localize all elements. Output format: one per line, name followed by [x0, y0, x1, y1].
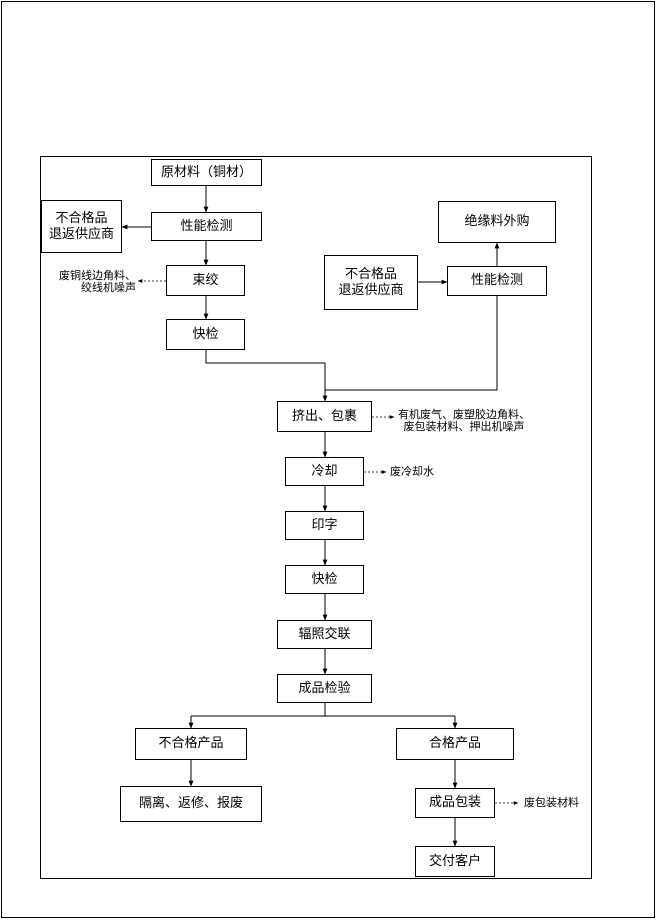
node-delivery: 交付客户 [415, 846, 495, 877]
node-packaging: 成品包装 [415, 788, 495, 818]
node-quick-check-1: 快检 [166, 319, 245, 350]
node-stranding: 束绞 [166, 265, 245, 296]
node-reject-supplier-2: 不合格品 退返供应商 [324, 255, 418, 310]
node-cooling: 冷却 [285, 457, 364, 486]
note-packaging-waste: 废包装材料 [524, 796, 579, 809]
note-cooling-waste: 废冷却水 [390, 465, 434, 478]
node-final-inspection: 成品检验 [277, 674, 372, 703]
diagram-frame [40, 156, 592, 879]
node-raw-material: 原材料（铜材） [151, 159, 262, 186]
node-insulation-purchase: 绝缘料外购 [438, 201, 556, 243]
node-isolation: 隔离、返修、报废 [120, 786, 262, 822]
node-performance-test-2: 性能检测 [447, 266, 547, 296]
node-extrusion: 挤出、包裹 [277, 401, 372, 432]
node-reject-supplier-1: 不合格品 退返供应商 [41, 200, 122, 253]
node-printing: 印字 [285, 511, 364, 540]
node-quick-check-2: 快检 [285, 565, 364, 594]
node-irradiation: 辐照交联 [277, 620, 372, 649]
arrow-test2-to-extrusion [325, 296, 498, 391]
node-conforming: 合格产品 [396, 728, 514, 760]
note-stranding-waste: 废铜线边角料、 绞线机噪声 [59, 269, 136, 294]
node-nonconforming: 不合格产品 [135, 728, 247, 760]
arrow-quickcheck-to-extrusion [205, 350, 328, 402]
node-performance-test-1: 性能检测 [151, 212, 262, 241]
note-extrusion-waste: 有机废气、废塑胶边角料、 废包装材料、押出机噪声 [398, 408, 530, 433]
